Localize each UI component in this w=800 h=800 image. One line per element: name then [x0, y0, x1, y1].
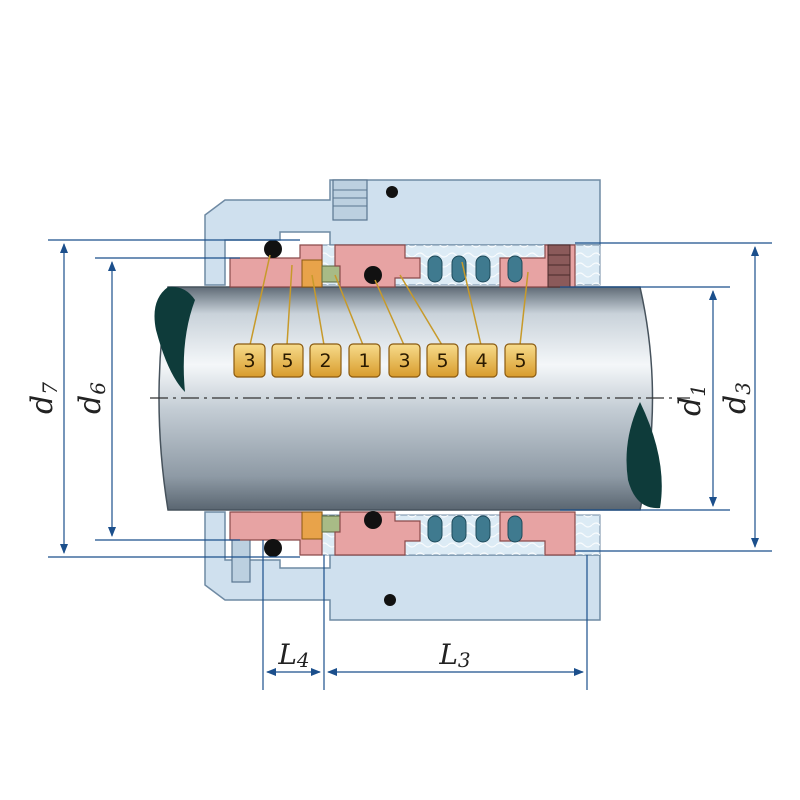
- dimension-labels: d7 d6 d1 d3 L4 L3: [25, 382, 755, 672]
- d1-label: d1: [673, 384, 710, 416]
- part-number: 3: [243, 350, 255, 372]
- stationary-seat-upper: [229, 244, 323, 288]
- part-badge: 5: [504, 343, 537, 378]
- spring-lower: [427, 515, 523, 543]
- part-badge: 5: [426, 343, 459, 378]
- shaft-right-end: [626, 402, 662, 509]
- oring-icon: [364, 266, 382, 284]
- oring-icon: [264, 240, 282, 258]
- upper-seal-assembly: [229, 240, 576, 288]
- upper-housing: [204, 179, 601, 286]
- part-badge: 5: [271, 343, 304, 378]
- part-badge: 1: [348, 343, 381, 378]
- lower-seal-assembly: [229, 511, 576, 557]
- seat-face-upper: [301, 259, 323, 288]
- dimension-lines: [48, 239, 772, 690]
- oring-icon: [264, 539, 282, 557]
- d7-label: d7: [25, 382, 62, 414]
- part-number: 5: [436, 350, 448, 372]
- d6-label: d6: [73, 382, 110, 414]
- L3-label: L3: [438, 638, 470, 672]
- oring-icon: [386, 186, 398, 198]
- part-badge: 3: [388, 343, 421, 378]
- part-number: 5: [281, 350, 293, 372]
- rotating-ring-upper: [334, 244, 421, 288]
- callout-leaders: [249, 254, 529, 346]
- vent-plug: [332, 179, 368, 221]
- shaft: [150, 286, 690, 511]
- part-number: 2: [319, 350, 331, 372]
- part-number: 5: [514, 350, 526, 372]
- shaft-left-end: [154, 286, 195, 392]
- part-number: 1: [358, 350, 370, 372]
- L4-label: L4: [277, 638, 309, 672]
- housing-orings: [384, 186, 398, 606]
- part-badge: 3: [233, 343, 266, 378]
- part-badge: 4: [465, 343, 498, 378]
- part-badge: 2: [309, 343, 342, 378]
- oring-icon: [364, 511, 382, 529]
- part-number: 4: [475, 350, 487, 372]
- oring-icon: [384, 594, 396, 606]
- part-number: 3: [398, 350, 410, 372]
- rotating-ring-lower: [334, 511, 421, 556]
- set-screw-icon: [547, 244, 571, 288]
- part-callouts: 3 5 2 1 3 5 4 5: [233, 343, 537, 378]
- seat-face-lower: [301, 511, 323, 540]
- d3-label: d3: [718, 382, 755, 414]
